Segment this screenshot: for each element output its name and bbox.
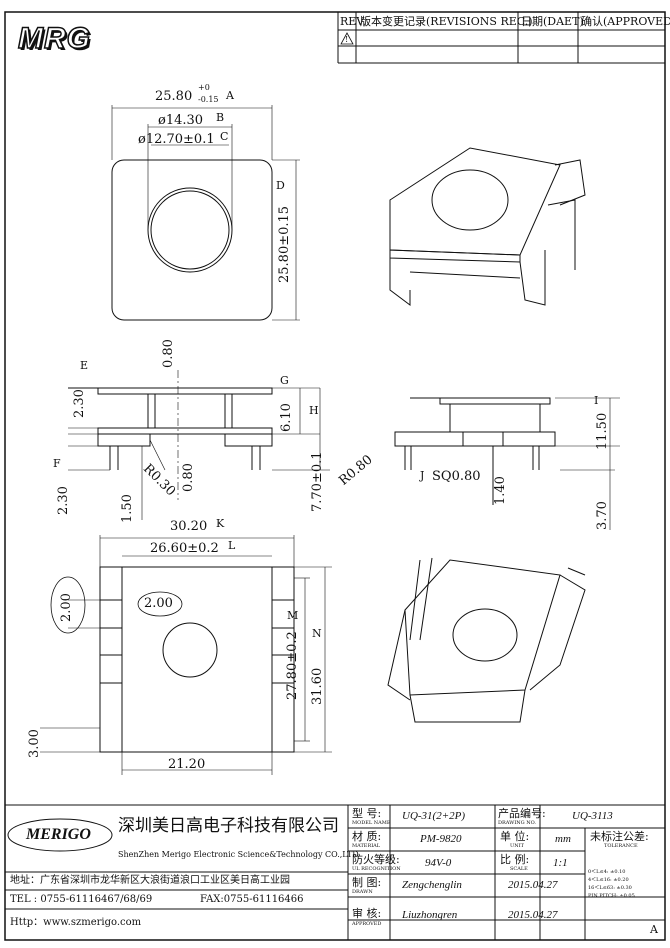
front-view [68,370,330,520]
marker-a: A [226,89,234,102]
tolerance-row-3: 16＜L≤63: ±0.30 [588,885,632,891]
drawn-value: Zengchenglin [402,879,462,891]
dim-i-11-50: 11.50 [595,412,610,450]
title-block [5,804,665,940]
dim-b-3-00: 3.00 [27,729,42,758]
dim-b-2-00-horizontal: 2.00 [144,596,173,611]
page-border [4,11,666,941]
approved-label: 确认(APPROVED) [581,15,670,28]
model-label-cn: 型 号: [352,807,382,820]
drawing-no-label-cn: 产品编号: [498,807,546,820]
material-label-cn: 材 质: [352,830,382,843]
ul-label-en: UL RECOGNITION [352,866,401,872]
dim-sq-0-80: SQ0.80 [432,469,481,484]
ul-value: 94V-0 [425,857,452,869]
company-tel: TEL : 0755-61116467/68/69 [10,894,153,905]
approved-label-cn: 审 核: [352,907,382,920]
rev-label: REV. [340,15,366,28]
dim-total-7-70: 7.70±0.1 [310,451,325,512]
model-label-en: MODEL NAME [352,820,391,826]
approved-label-en: APPROVED [352,921,382,927]
dim-depth: 25.80±0.15 [277,205,292,283]
dim-f-2-30: 2.30 [56,486,71,515]
ul-label-cn: 防火等级: [352,853,400,866]
dim-d-1-40: 1.40 [493,476,508,505]
marker-e: E [80,359,89,372]
dim-mid-0-80: 0.80 [181,463,196,492]
material-label-en: MATERIAL [352,843,381,849]
iso-view-top [389,147,586,306]
marker-b: B [216,111,225,124]
drawn-label-cn: 制 图: [352,876,382,889]
dim-h-6-10: 6.10 [279,403,294,432]
company-fax: FAX:0755-61116466 [200,894,304,905]
dim-pin-1-50: 1.50 [120,494,135,523]
marker-f: F [53,457,61,470]
merigo-logo: MERIGO [26,826,91,843]
top-view [111,105,300,321]
marker-c: C [220,130,229,143]
marker-n: N [312,627,322,640]
unit-label-en: UNIT [510,843,524,849]
dim-d-3-70: 3.70 [595,501,610,530]
dim-inner-dia: ø12.70±0.1 [138,132,215,147]
company-website: Http：www.szmerigo.com [10,917,142,928]
dim-m-27-80: 27.80±0.2 [285,631,300,700]
company-logo-mrg: MRG [17,21,91,56]
unit-value: mm [555,833,571,845]
tolerance-row-2: 4＜L≤16: ±0.20 [588,877,629,883]
drawing-no-label-en: DRAWING NO. [498,820,537,826]
dim-width: 25.80 [155,89,193,104]
dim-b-2-00-vertical: 2.00 [59,593,74,622]
unit-label-cn: 单 位: [500,830,530,843]
date-label: 日期(DAET) [521,15,584,28]
drawn-label-en: DRAWN [352,889,373,895]
drawn-date: 2015.04.27 [508,879,558,891]
scale-label-cn: 比 例: [500,853,530,866]
scale-label-en: SCALE [510,866,528,872]
marker-j: J [420,469,425,482]
marker-d: D [276,179,285,192]
marker-l: L [228,539,236,552]
company-name-en: ShenZhen Merigo Electronic Science&Techn… [118,850,359,859]
dim-width-tol-lower: -0.15 [198,95,219,104]
marker-m: M [287,609,299,622]
dim-b-21-20: 21.20 [168,757,206,772]
marker-g: G [280,374,289,387]
bottom-view [40,535,332,775]
model-value: UQ-31(2+2P) [402,810,466,822]
tolerance-row-4: PIN PITCH: ±0.05 [588,893,635,899]
dim-width-tol-upper: +0 [198,83,210,92]
dim-k-30-20: 30.20 [170,519,208,534]
tolerance-row-1: 0＜L≤4: ±0.10 [588,869,626,875]
side-view [394,397,620,530]
material-value: PM-9820 [420,833,462,845]
revision-letter: A [650,923,658,936]
company-name-cn: 深圳美日高电子科技有限公司 [118,816,339,836]
approved-value: Liuzhongren [402,909,458,921]
company-address: 地址：广东省深圳市龙华新区大浪街道浪口工业区美日高工业园 [10,875,290,886]
iso-view-bottom [387,557,586,723]
tolerance-label-en: TOLERANCE [604,843,638,849]
dim-l-26-60: 26.60±0.2 [150,541,219,556]
dim-e-2-30: 2.30 [72,389,87,418]
rev-symbol: ! [345,35,349,44]
marker-i: I [594,394,599,407]
tolerance-label-cn: 未标注公差: [590,830,649,843]
scale-value: 1:1 [553,857,568,869]
drawing-no-value: UQ-3113 [572,810,613,822]
change-record-label: 版本变更记录(REVISIONS REC.) [360,15,533,28]
dim-top-0-80: 0.80 [161,339,176,368]
dim-n-31-60: 31.60 [310,667,325,705]
marker-h: H [309,404,319,417]
approved-date: 2015.04.27 [508,909,558,921]
dim-outer-dia: ø14.30 [158,113,204,128]
marker-k: K [216,517,225,530]
revision-table [337,12,665,64]
